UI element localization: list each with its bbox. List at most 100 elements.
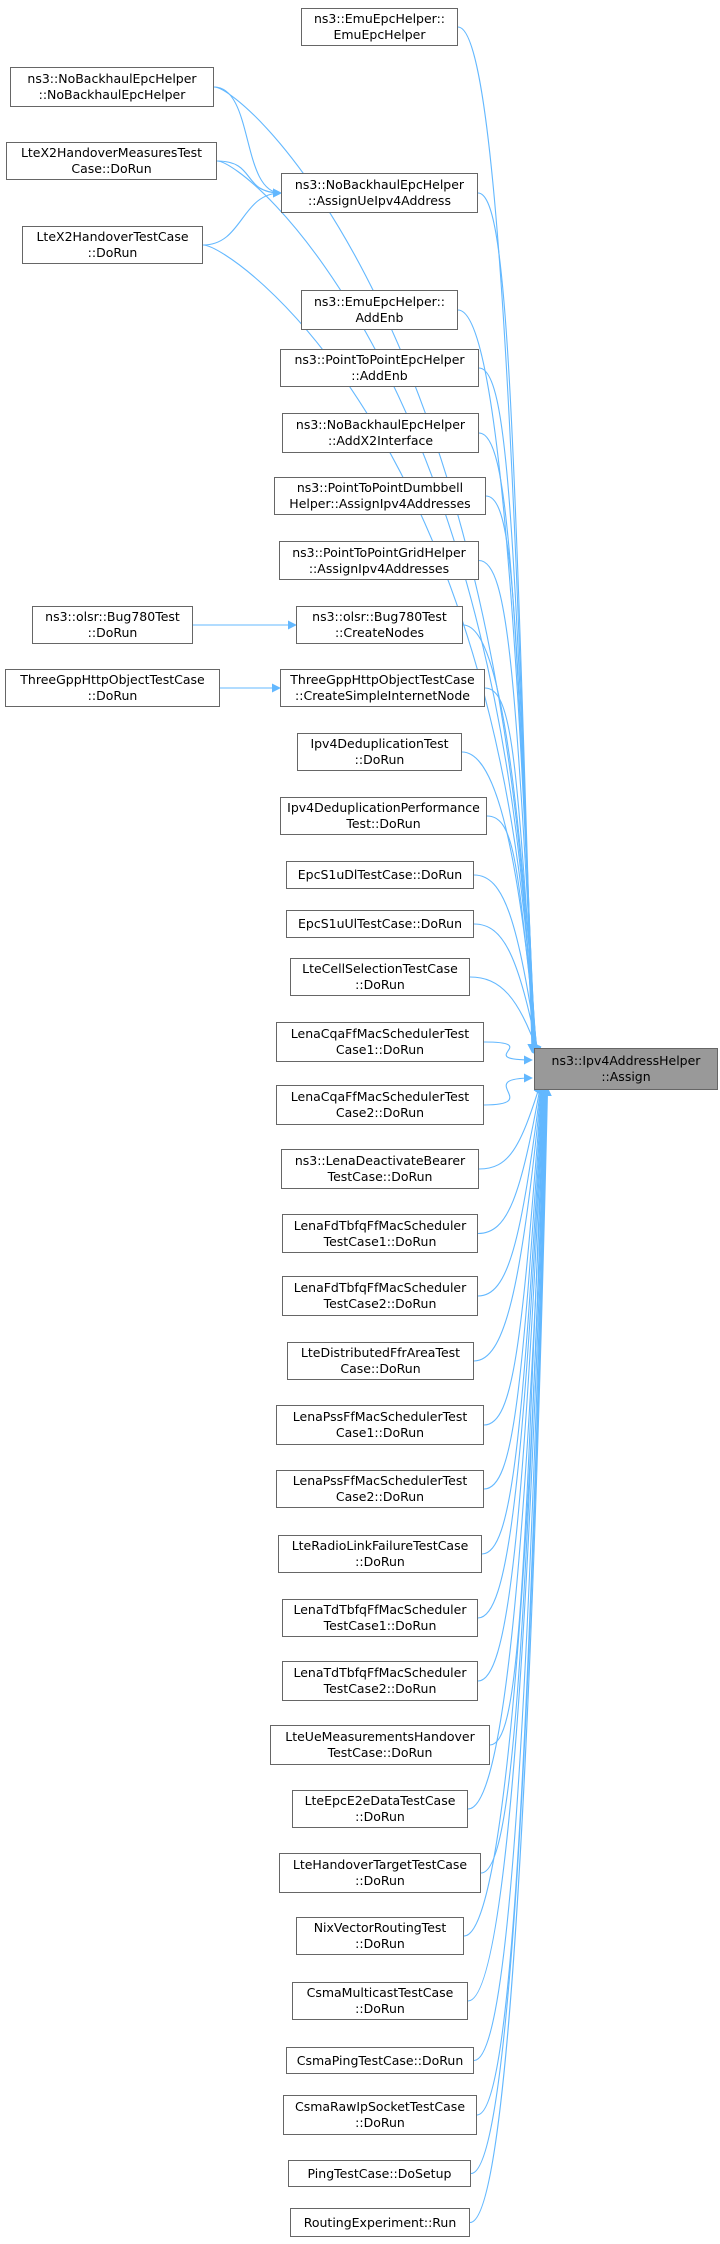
- caller-node-emu-addenb[interactable]: ns3::EmuEpcHelper::AddEnb: [301, 290, 458, 330]
- caller-node-olsr-create[interactable]: ns3::olsr::Bug780Test::CreateNodes: [296, 606, 463, 644]
- caller-node-nob-addx2[interactable]: ns3::NoBackhaulEpcHelper::AddX2Interface: [282, 413, 479, 453]
- node-label-line: LteX2HandoverTestCase: [36, 229, 189, 244]
- node-label-line: Helper::AssignIpv4Addresses: [289, 496, 471, 511]
- node-label-line: TestCase2::DoRun: [323, 1296, 437, 1311]
- edge-fdtbfq1-to-target: [477, 1083, 544, 1235]
- caller-node-epcs1uul[interactable]: EpcS1uUlTestCase::DoRun: [286, 910, 474, 938]
- edge-pss2-to-target: [483, 1084, 547, 1490]
- node-label-line: ns3::PointToPointGridHelper: [292, 544, 466, 560]
- node-label-line: ::DoRun: [87, 245, 138, 260]
- caller-node-pingsetup[interactable]: PingTestCase::DoSetup: [288, 2160, 471, 2187]
- node-label-line: ::DoRun: [355, 1554, 405, 1569]
- caller-node-nob-ctor[interactable]: ns3::NoBackhaulEpcHelper::NoBackhaulEpcH…: [10, 67, 214, 107]
- node-label-line: ::DoRun: [355, 1873, 405, 1888]
- caller-node-emu-ctor[interactable]: ns3::EmuEpcHelper::EmuEpcHelper: [301, 8, 458, 46]
- node-label-line: ::AssignIpv4Addresses: [308, 560, 450, 576]
- node-label-line: ::DoRun: [87, 625, 138, 640]
- node-label-line: ::Assign: [601, 1069, 651, 1084]
- caller-node-http-doRun[interactable]: ThreeGppHttpObjectTestCase::DoRun: [5, 669, 220, 707]
- caller-node-p2p-grid[interactable]: ns3::PointToPointGridHelper::AssignIpv4A…: [279, 541, 479, 580]
- node-label-line: LteUeMeasurementsHandover: [285, 1729, 475, 1744]
- node-label-line: ns3::olsr::Bug780Test: [45, 609, 180, 624]
- node-label-line: Case1::DoRun: [335, 1425, 425, 1440]
- node-label-line: LenaFdTbfqFfMacScheduler: [293, 1280, 467, 1295]
- edge-tdtbfq2-to-target: [477, 1085, 548, 1682]
- caller-node-rlf[interactable]: LteRadioLinkFailureTestCase::DoRun: [278, 1535, 482, 1573]
- edges-layer: [193, 26, 552, 2224]
- caller-node-hotarget[interactable]: LteHandoverTargetTestCase::DoRun: [279, 1853, 481, 1893]
- caller-node-epce2e[interactable]: LteEpcE2eDataTestCase::DoRun: [292, 1790, 468, 1828]
- edge-csmamc-to-target: [467, 1086, 551, 2002]
- node-label-line: ::NoBackhaulEpcHelper: [38, 87, 186, 102]
- node-label-line: LteHandoverTargetTestCase: [292, 1857, 468, 1872]
- edge-http-create-to-target: [484, 687, 541, 1056]
- node-label-line: ns3::EmuEpcHelper::: [313, 11, 446, 26]
- node-label-line: ThreeGppHttpObjectTestCase: [290, 672, 475, 687]
- node-label-line: ::DoRun: [355, 977, 405, 992]
- node-label-line: LteX2HandoverMeasuresTest: [20, 145, 203, 160]
- node-label-line: NixVectorRoutingTest: [313, 1920, 447, 1935]
- node-label-line: AddEnb: [355, 310, 404, 325]
- node-label-line: CsmaPingTestCase::DoRun: [296, 2052, 464, 2068]
- node-label-line: EmuEpcHelper: [333, 27, 426, 42]
- caller-node-p2p-addenb[interactable]: ns3::PointToPointEpcHelper::AddEnb: [280, 349, 479, 387]
- edge-nixvec-to-target: [463, 1085, 550, 1937]
- node-label-line: LenaCqaFfMacSchedulerTest: [290, 1089, 470, 1104]
- caller-node-csmaping[interactable]: CsmaPingTestCase::DoRun: [286, 2047, 474, 2074]
- edge-p2p-dumbbell-to-target: [485, 495, 540, 1055]
- caller-node-ltecellsel[interactable]: LteCellSelectionTestCase::DoRun: [290, 958, 470, 996]
- node-label-line: LteDistributedFfrAreaTest: [300, 1345, 461, 1360]
- node-label-line: LenaTdTbfqFfMacScheduler: [293, 1665, 467, 1680]
- node-label-line: ThreeGppHttpObjectTestCase: [20, 672, 205, 687]
- node-label-line: ::AddX2Interface: [327, 433, 434, 448]
- caller-node-http-create[interactable]: ThreeGppHttpObjectTestCase::CreateSimple…: [280, 669, 485, 707]
- node-label-line: ::CreateSimpleInternetNode: [295, 688, 470, 703]
- node-label-line: ::CreateNodes: [334, 625, 425, 640]
- node-label-line: Ipv4DeduplicationPerformance: [287, 800, 480, 815]
- caller-node-nixvec[interactable]: NixVectorRoutingTest::DoRun: [296, 1917, 464, 1955]
- caller-node-csmamc[interactable]: CsmaMulticastTestCase::DoRun: [292, 1982, 468, 2020]
- node-label-line: RoutingExperiment::Run: [303, 2214, 457, 2230]
- edge-pingsetup-to-target: [470, 1086, 552, 2175]
- node-label-line: CsmaRawIpSocketTestCase: [294, 2099, 466, 2114]
- node-label-line: TestCase::DoRun: [327, 1745, 433, 1760]
- node-label-line: LteRadioLinkFailureTestCase: [291, 1538, 469, 1553]
- edge-csmaping-to-target: [473, 1086, 551, 2062]
- caller-node-nob-assign[interactable]: ns3::NoBackhaulEpcHelper::AssignUeIpv4Ad…: [281, 173, 478, 213]
- edge-ipv4dedupperf-to-target: [486, 815, 542, 1056]
- caller-node-routingexp[interactable]: RoutingExperiment::Run: [290, 2208, 470, 2237]
- node-label-line: TestCase::DoRun: [327, 1169, 433, 1184]
- edge-pss1-to-target: [483, 1084, 546, 1426]
- caller-node-ipv4dedup[interactable]: Ipv4DeduplicationTest::DoRun: [297, 733, 462, 771]
- caller-node-csmaraw[interactable]: CsmaRawIpSocketTestCase::DoRun: [283, 2095, 477, 2135]
- edge-rlf-to-target: [481, 1084, 547, 1555]
- caller-node-olsr-doRun[interactable]: ns3::olsr::Bug780Test::DoRun: [32, 606, 193, 644]
- node-label-line: Ipv4DeduplicationTest: [310, 736, 449, 751]
- edge-cqa2-to-target: [483, 1073, 533, 1106]
- caller-node-epcs1udl[interactable]: EpcS1uDlTestCase::DoRun: [286, 861, 474, 889]
- node-label-line: ::DoRun: [354, 752, 405, 767]
- edge-ltecellsel-to-target: [469, 976, 541, 1057]
- target-node-ipv4addresshelper-assign[interactable]: ns3::Ipv4AddressHelper::Assign: [534, 1048, 718, 1090]
- caller-node-ltex2[interactable]: LteX2HandoverTestCase::DoRun: [22, 226, 203, 264]
- node-label-line: TestCase1::DoRun: [323, 1618, 437, 1633]
- edge-distffr-to-target: [473, 1083, 546, 1362]
- edge-deact-to-target: [478, 1083, 543, 1170]
- node-label-line: ::AssignUeIpv4Address: [308, 193, 451, 208]
- edge-tdtbfq1-to-target: [477, 1084, 548, 1619]
- node-label-line: ::DoRun: [355, 1809, 405, 1824]
